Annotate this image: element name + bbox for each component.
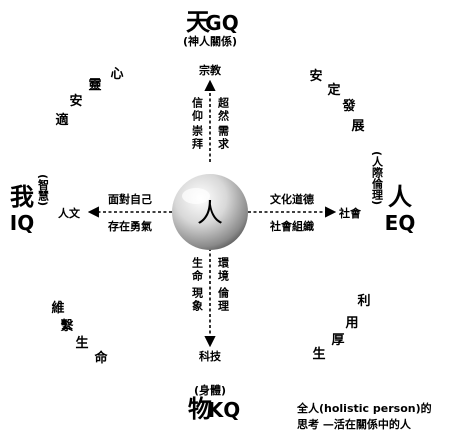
bottom-end-label: 科技 [199, 349, 222, 363]
left-code: IQ [10, 211, 34, 235]
top-right-col1: 超然 [217, 96, 231, 123]
tr-char-2: 定 [326, 82, 340, 98]
sphere-highlight [182, 188, 210, 204]
caption-line-2: 思考 —活在關係中的人 [297, 417, 412, 431]
bottom-left-col1: 生命 [191, 256, 205, 283]
top-left-col2: 崇拜 [191, 124, 204, 151]
bottom-subtitle: (身體) [194, 383, 226, 397]
br-char-4: 生 [312, 346, 325, 362]
right-bottom-text: 社會組織 [269, 219, 314, 233]
top-subtitle: (神人關係) [183, 34, 237, 48]
right-end-label: 社會 [338, 206, 362, 220]
tr-char-3: 發 [341, 98, 355, 114]
bottom-right-col2: 倫理 [217, 286, 230, 313]
br-char-1: 利 [357, 293, 370, 309]
tl-char-3: 安 [69, 93, 82, 109]
right-big-char: 人 [388, 183, 412, 211]
top-right-col2: 需求 [217, 125, 230, 151]
caption-line-1: 全人(holistic person)的 [296, 401, 432, 415]
br-char-2: 用 [344, 316, 358, 331]
left-top-text: 面對自己 [108, 192, 152, 206]
center-char: 人 [197, 199, 223, 229]
tr-char-1: 安 [309, 68, 322, 84]
top-left-col1: 信仰 [191, 96, 204, 123]
top-code: GQ [205, 11, 238, 35]
left-end-label: 人文 [58, 206, 81, 220]
left-subtitle: (智慧) [37, 174, 50, 206]
bottom-big-char: 物 [188, 395, 212, 423]
tl-char-1: 心 [110, 67, 123, 82]
bl-char-3: 生 [75, 335, 88, 351]
top-end-label: 宗教 [199, 63, 222, 77]
left-bottom-text: 存在勇氣 [108, 219, 152, 233]
bl-char-2: 繫 [60, 318, 74, 334]
bottom-code: KQ [208, 398, 241, 422]
right-top-text: 文化道德 [270, 192, 314, 206]
right-subtitle: (人際倫理) [371, 151, 384, 205]
bl-char-4: 命 [93, 350, 108, 366]
bottom-left-col2: 現象 [191, 287, 204, 313]
br-char-3: 厚 [331, 332, 344, 348]
bl-char-1: 維 [51, 300, 64, 316]
tl-char-2: 靈 [88, 78, 101, 93]
bottom-right-col1: 環境 [217, 257, 230, 283]
tr-char-4: 展 [351, 119, 365, 134]
top-big-char: 天 [186, 8, 210, 36]
tl-char-4: 適 [55, 112, 68, 128]
left-big-char: 我 [10, 183, 34, 211]
right-code: EQ [385, 211, 416, 235]
